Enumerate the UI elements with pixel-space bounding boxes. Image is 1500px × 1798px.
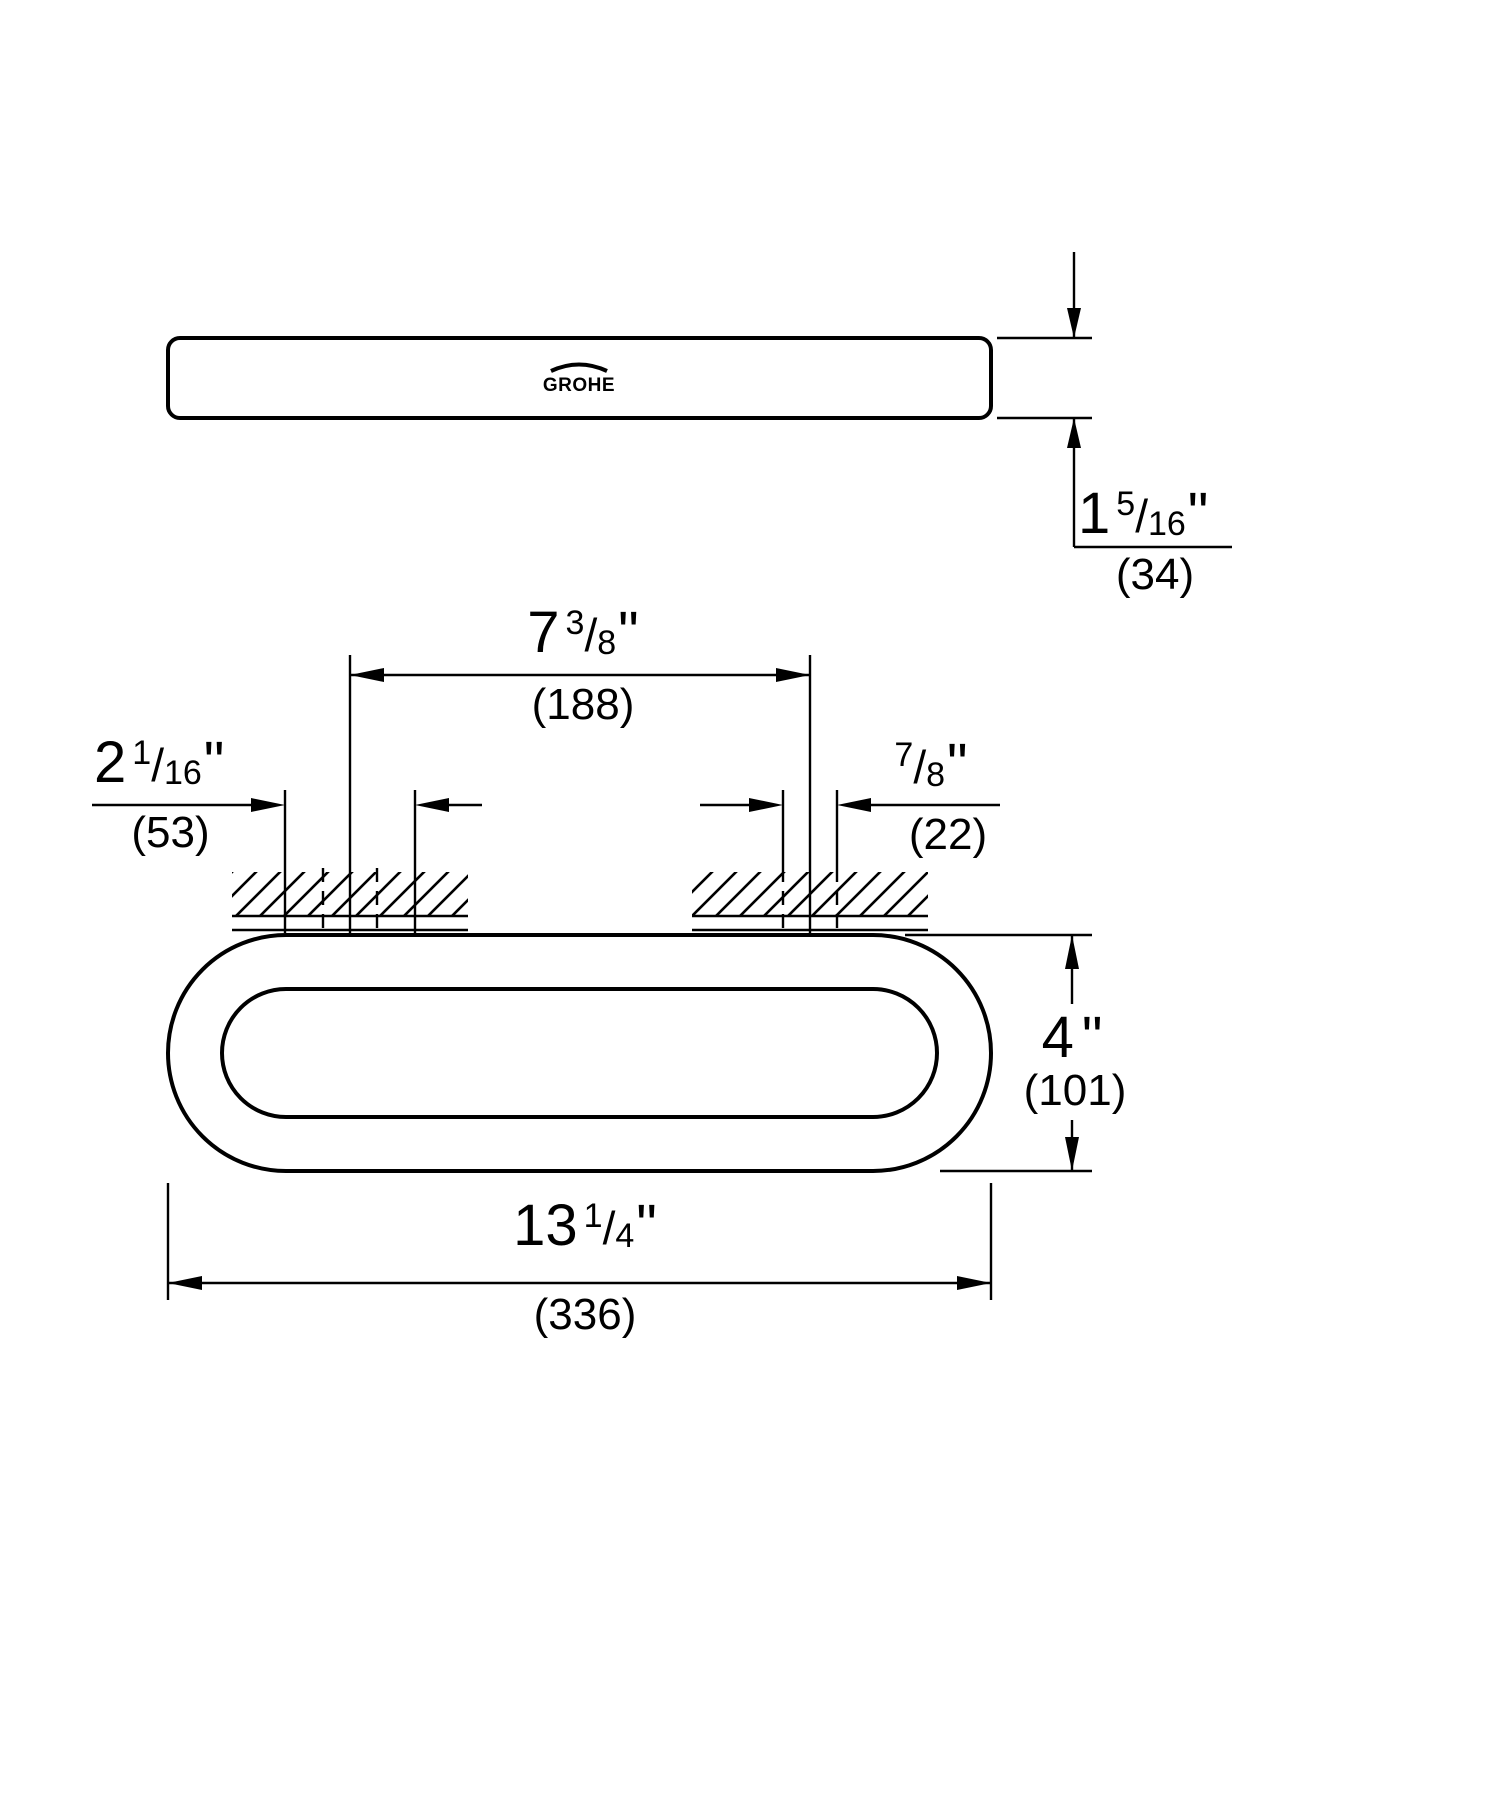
bar-side-view: GROHE [166,336,993,420]
arrowhead-left-icon [168,1276,202,1290]
logo-swoosh-icon [550,362,608,373]
dim-unit: " [203,730,225,795]
bar-side-outline [166,336,993,420]
dimension-overall-length [166,1183,993,1300]
arrowhead-down-icon [1067,308,1081,338]
dim-unit: " [618,600,639,665]
dimension-height [905,933,1092,1173]
dim-unit: " [1187,481,1209,546]
dim-bar-width-inch: 7/8" [858,732,998,797]
dim-fixing-centers-mm: (188) [531,680,635,729]
dimension-escutcheon-width [92,790,482,933]
dim-denominator: 4 [615,1217,635,1255]
arrowhead-down-icon [1065,1137,1079,1171]
dim-height-mm: (101) [1023,1066,1127,1115]
dim-denominator: 8 [597,624,617,662]
dimension-fixing-centers [348,655,812,933]
dim-value: 13 [513,1193,578,1258]
dimension-thickness [997,252,1232,549]
arrowhead-left-icon [350,668,384,682]
dim-slash: / [913,741,927,793]
dim-slash: / [584,609,598,661]
arrowhead-up-icon [1067,418,1081,448]
bar-inner-outline [220,987,939,1119]
dim-slash: / [1135,490,1148,542]
dim-slash: / [151,739,164,791]
dim-numerator: 1 [132,734,152,772]
dim-numerator: 5 [1116,485,1136,523]
dim-denominator: 16 [1147,505,1186,543]
arrowhead-right-icon [251,798,285,812]
dim-numerator: 1 [583,1197,603,1235]
arrowhead-left-icon [837,798,871,812]
arrowhead-left-icon [415,798,449,812]
mounting-fixings-hidden-lines [321,868,839,933]
arrowhead-right-icon [749,798,783,812]
dim-bar-width-mm: (22) [908,810,988,859]
arrowhead-right-icon [957,1276,991,1290]
bar-outer-outline [166,933,993,1173]
dim-value: 1 [1078,481,1111,546]
dim-overall-length-mm: (336) [533,1290,637,1339]
dim-thickness-mm: (34) [1115,550,1195,599]
dim-value: 7 [527,600,560,665]
dim-slash: / [602,1202,616,1254]
logo-wordmark: GROHE [543,375,615,396]
dim-unit: " [1081,1005,1103,1070]
dim-unit: " [636,1193,657,1258]
dimension-bar-width [700,790,1000,868]
dim-height-inch: 4" [1014,1005,1130,1070]
dim-denominator: 16 [163,754,202,792]
dim-denominator: 8 [926,756,946,794]
dim-value: 2 [94,730,127,795]
dim-escutcheon-mm: (53) [131,808,210,857]
dim-value: 4 [1041,1005,1074,1070]
grohe-logo-icon: GROHE [543,362,615,396]
bar-front-view [166,933,993,1173]
dim-unit: " [947,732,968,797]
arrowhead-right-icon [776,668,810,682]
arrowhead-up-icon [1065,935,1079,969]
dim-numerator: 3 [565,604,585,642]
dim-numerator: 7 [894,736,914,774]
